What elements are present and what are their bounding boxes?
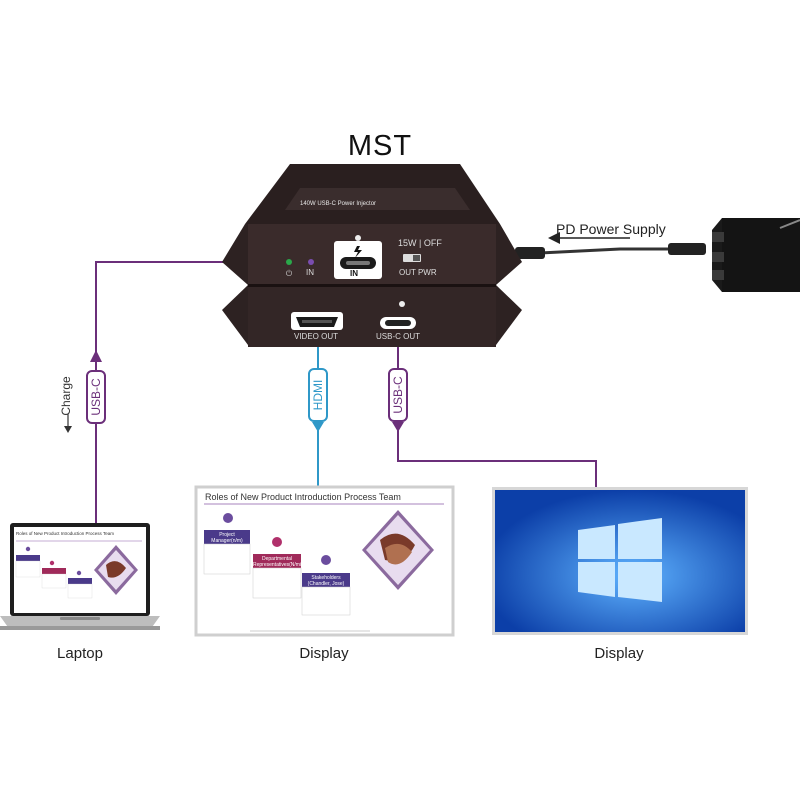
laptop-label: Laptop — [57, 645, 103, 662]
usbc-charge-cable-text: USB-C — [89, 378, 103, 416]
laptop-slide-title: Roles of New Product Introduction Proces… — [16, 531, 114, 536]
right-display-device — [492, 487, 748, 635]
out-pwr-label: OUT PWR — [399, 268, 437, 277]
windows-logo-icon — [578, 518, 662, 602]
hdmi-arrow-icon — [312, 422, 324, 432]
pd-power-supply-label: PD Power Supply — [556, 221, 666, 237]
pd-power-supply — [712, 218, 800, 292]
charge-text: Charge — [59, 375, 73, 416]
switch-label: 15W | OFF — [398, 238, 442, 248]
right-display-label: Display — [594, 645, 644, 662]
center-slide-box2: Departmental Representatives(N/mids) — [253, 556, 309, 568]
power-injector-device: ⏻ — [222, 164, 522, 347]
center-display-label: Display — [299, 645, 349, 662]
center-slide-title: Roles of New Product Introduction Proces… — [205, 492, 401, 502]
charge-direction-icon — [64, 414, 72, 433]
power-arrow-icon — [548, 232, 560, 244]
charge-arrow-icon — [90, 350, 102, 362]
svg-text:⏻: ⏻ — [286, 269, 293, 278]
center-slide-box1: Project Manager(n/m) — [211, 532, 243, 544]
usbc-out-cable-text: USB-C — [391, 376, 405, 414]
hdmi-cable-text: HDMI — [311, 379, 325, 411]
usbc-charge-cable-label: USB-C — [86, 370, 106, 424]
in-port-label: IN — [350, 269, 358, 278]
usbc-out-label: USB-C OUT — [376, 332, 420, 341]
video-out-label: VIDEO OUT — [294, 332, 339, 341]
led-in-label: IN — [306, 268, 314, 277]
hdmi-cable-label: HDMI — [308, 368, 328, 422]
center-slide-box3: Stakeholders (Chandler, Jose) — [307, 575, 345, 587]
usbc-out-arrow-icon — [392, 422, 404, 432]
usbc-out-cable-label: USB-C — [388, 368, 408, 422]
usbc-out-cable — [397, 330, 597, 488]
device-top-label: 140W USB-C Power Injector — [300, 201, 377, 207]
diagram-title: MST — [347, 130, 413, 162]
slide-graphics — [15, 503, 444, 632]
